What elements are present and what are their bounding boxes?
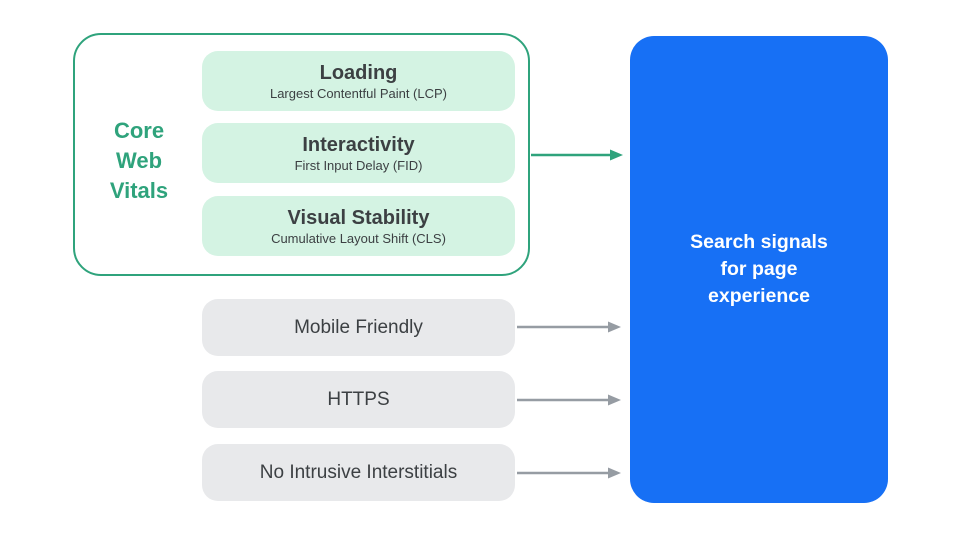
- metric-title-loading: Loading: [319, 61, 398, 84]
- signal-card-mobile-friendly: Mobile Friendly: [202, 299, 515, 356]
- metric-subtitle-cls: Cumulative Layout Shift (CLS): [271, 230, 446, 246]
- search-signals-label: Search signals for page experience: [690, 231, 828, 307]
- arrow-no-intrusive-interstitials-to-search-signals: [517, 467, 621, 479]
- metric-card-loading: Loading Largest Contentful Paint (LCP): [202, 51, 515, 111]
- signal-card-https: HTTPS: [202, 371, 515, 428]
- metric-card-interactivity: Interactivity First Input Delay (FID): [202, 123, 515, 183]
- signal-label-mobile-friendly: Mobile Friendly: [294, 317, 423, 338]
- metric-subtitle-lcp: Largest Contentful Paint (LCP): [269, 85, 448, 101]
- signal-label-https: HTTPS: [327, 389, 390, 410]
- metric-subtitle-fid: First Input Delay (FID): [294, 157, 423, 173]
- arrow-core-web-vitals-to-search-signals: [531, 149, 623, 161]
- core-web-vitals-group-outline: [73, 33, 530, 276]
- signal-label-no-intrusive-interstitials: No Intrusive Interstitials: [259, 462, 458, 483]
- arrow-https-to-search-signals: [517, 394, 621, 406]
- search-signals-panel: Search signals for page experience: [630, 36, 888, 503]
- signal-card-no-intrusive-interstitials: No Intrusive Interstitials: [202, 444, 515, 501]
- core-web-vitals-label: Core Web Vitals: [109, 118, 169, 203]
- metric-title-visual-stability: Visual Stability: [287, 206, 430, 229]
- arrow-mobile-friendly-to-search-signals: [517, 321, 621, 333]
- metric-card-visual-stability: Visual Stability Cumulative Layout Shift…: [202, 196, 515, 256]
- metric-title-interactivity: Interactivity: [302, 133, 415, 156]
